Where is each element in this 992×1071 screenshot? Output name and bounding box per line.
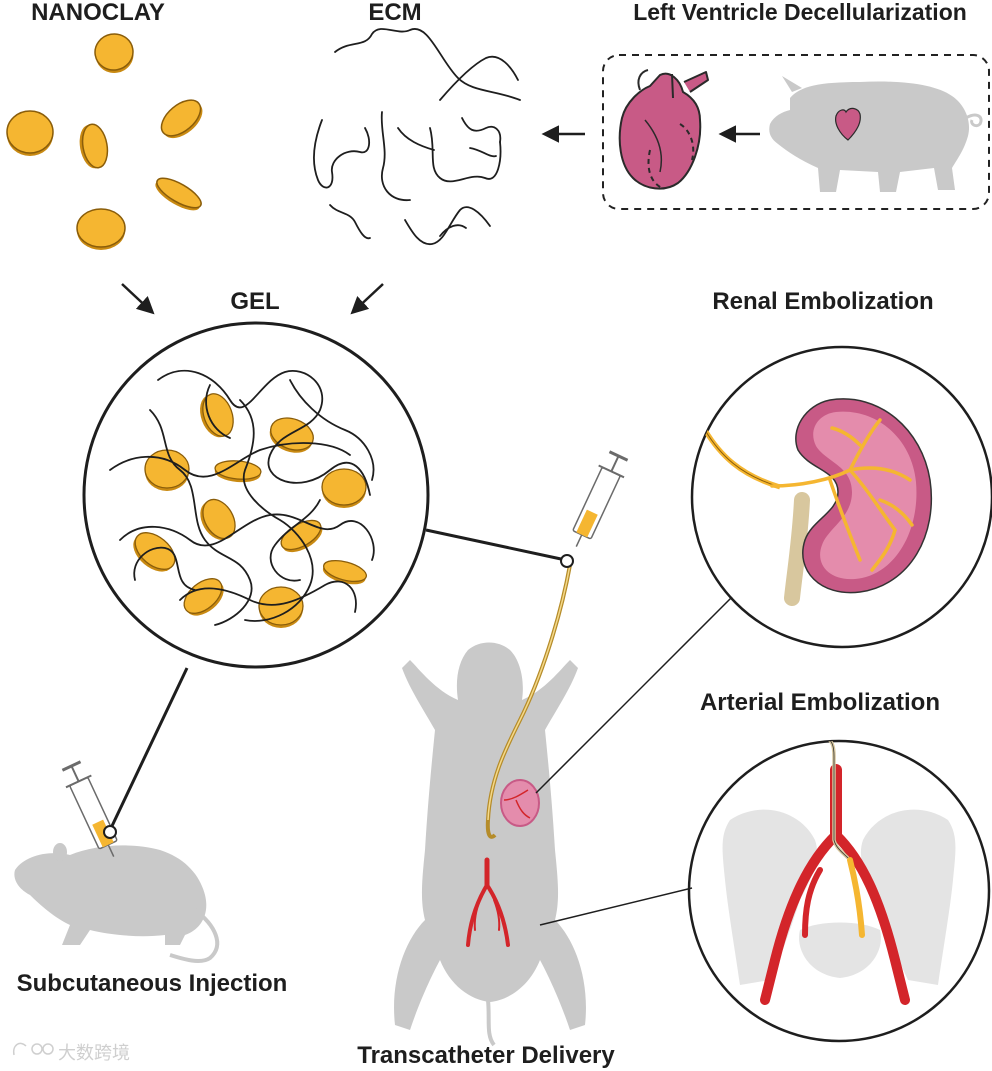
gel-circle — [82, 321, 430, 669]
arrow-ecm-to-gel — [350, 283, 384, 315]
arterial-embolization-circle — [687, 739, 991, 1043]
pig-topview-silhouette — [394, 642, 586, 1047]
connector-node-transcatheter — [560, 554, 574, 568]
pig-heart-icon — [835, 107, 861, 141]
connector-gel-to-transcatheter — [425, 528, 562, 561]
heart-illustration — [618, 69, 709, 190]
connector-gel-to-subcutaneous — [110, 667, 189, 827]
gel-ecm-fibers — [109, 369, 375, 626]
nanoclay-discs — [6, 33, 203, 250]
decellularization-label: Left Ventricle Decellularization — [633, 0, 967, 25]
rat-silhouette — [14, 843, 220, 963]
arterial-tree — [760, 764, 910, 1005]
gel-nanoclay-discs — [133, 393, 368, 628]
watermark-logo-icon — [12, 1042, 54, 1056]
embolized-branch — [847, 857, 865, 938]
connector-node-subcutaneous — [103, 825, 117, 839]
transcatheter-delivery-label: Transcatheter Delivery — [357, 1042, 615, 1069]
gel-label: GEL — [230, 288, 279, 315]
arrow-nanoclay-to-gel — [121, 283, 155, 315]
connector-kidney-to-renal — [535, 596, 733, 794]
pig-kidney-icon — [500, 779, 540, 827]
ecm-label: ECM — [368, 0, 421, 26]
connector-pelvis-to-arterial — [539, 887, 693, 926]
kidney-inner — [813, 411, 917, 580]
renal-embolic-branches — [770, 418, 914, 572]
watermark-text: 大数跨境 — [58, 1043, 130, 1064]
renal-embolization-circle — [690, 345, 992, 649]
pig-silhouette — [769, 76, 983, 192]
decellularization-box — [602, 54, 990, 210]
pig-pelvis-arteries — [466, 857, 510, 947]
syringe-transcatheter — [572, 450, 629, 547]
ecm-fibers — [313, 28, 521, 245]
subcutaneous-injection-label: Subcutaneous Injection — [17, 970, 288, 997]
renal-embolization-label: Renal Embolization — [712, 288, 933, 315]
nanoclay-label: NANOCLAY — [31, 0, 165, 26]
ureter — [784, 492, 810, 606]
arterial-embolization-label: Arterial Embolization — [700, 689, 940, 716]
